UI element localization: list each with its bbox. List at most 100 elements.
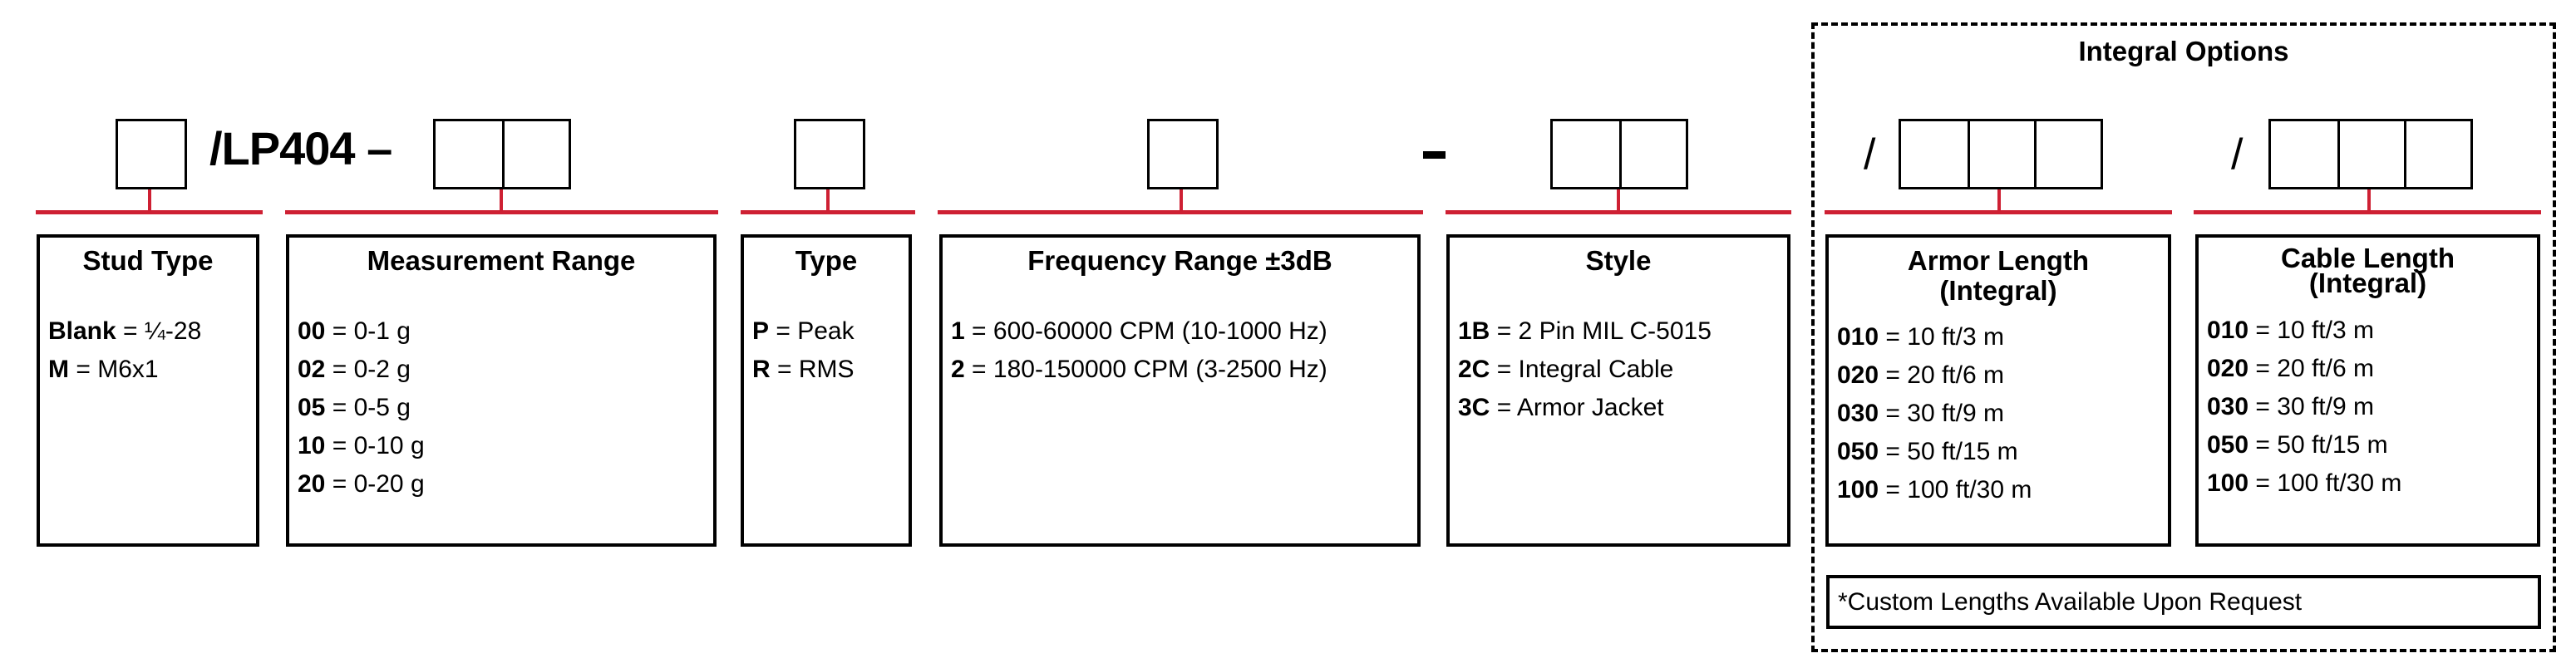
option-row: 100 = 100 ft/30 m [1837, 471, 2032, 509]
option-code: 02 [298, 356, 326, 383]
code-cell[interactable] [1968, 121, 2034, 187]
option-row: 2C = Integral Cable [1458, 351, 1712, 389]
option-desc: = 0-10 g [332, 432, 425, 459]
option-row: M = M6x1 [48, 351, 201, 389]
code-cell[interactable] [118, 121, 185, 187]
armor-length-code-box[interactable] [1899, 119, 2103, 189]
option-desc: = RMS [777, 356, 855, 383]
option-desc: = 10 ft/3 m [2255, 317, 2374, 344]
custom-lengths-note: *Custom Lengths Available Upon Request [1826, 575, 2541, 629]
style-panel: Style 1B = 2 Pin MIL C-5015 2C = Integra… [1446, 234, 1790, 547]
option-code: Blank [48, 317, 116, 345]
option-desc: = 20 ft/6 m [2255, 355, 2374, 382]
option-desc: = 100 ft/30 m [2255, 469, 2402, 497]
type-code-box[interactable] [794, 119, 865, 189]
option-desc: = 30 ft/9 m [2255, 393, 2374, 420]
measurement-range-title: Measurement Range [367, 245, 636, 276]
option-desc: = 0-20 g [332, 470, 425, 498]
option-row: 20 = 0-20 g [298, 465, 425, 503]
option-code: 100 [1837, 476, 1879, 503]
option-desc: = 0-2 g [332, 356, 411, 383]
cable-length-bracket-line [2194, 210, 2541, 214]
option-row: 02 = 0-2 g [298, 351, 425, 389]
option-desc: = 180-150000 CPM (3-2500 Hz) [972, 356, 1327, 383]
option-desc: = 0-1 g [332, 317, 411, 345]
style-connector-stem [1617, 189, 1620, 212]
option-row: 1 = 600-60000 CPM (10-1000 Hz) [951, 312, 1327, 351]
code-cell[interactable] [2337, 121, 2404, 187]
type-connector-stem [826, 189, 830, 212]
integral-options-title: Integral Options [2078, 36, 2289, 66]
measurement-range-connector-stem [500, 189, 503, 212]
option-code: 2 [951, 356, 965, 383]
frequency-range-options: 1 = 600-60000 CPM (10-1000 Hz) 2 = 180-1… [951, 312, 1327, 389]
option-code: 00 [298, 317, 326, 345]
dash-separator [1423, 151, 1446, 159]
option-code: 2C [1458, 356, 1490, 383]
option-code: 1 [951, 317, 965, 345]
stud-type-code-box[interactable] [116, 119, 187, 189]
armor-length-options: 010 = 10 ft/3 m 020 = 20 ft/6 m 030 = 30… [1837, 318, 2032, 509]
style-code-box[interactable] [1550, 119, 1688, 189]
type-panel: Type P = Peak R = RMS [741, 234, 912, 547]
style-options: 1B = 2 Pin MIL C-5015 2C = Integral Cabl… [1458, 312, 1712, 427]
measurement-range-code-box[interactable] [433, 119, 571, 189]
option-desc: = 100 ft/30 m [1885, 476, 2032, 503]
option-row: 010 = 10 ft/3 m [1837, 318, 2032, 356]
frequency-range-connector-stem [1180, 189, 1183, 212]
option-code: 3C [1458, 394, 1490, 421]
cable-length-connector-stem [2367, 189, 2371, 212]
option-code: P [752, 317, 770, 345]
option-row: 2 = 180-150000 CPM (3-2500 Hz) [951, 351, 1327, 389]
armor-length-title-line1: Armor Length [1907, 245, 2090, 276]
option-desc: = Peak [776, 317, 855, 345]
measurement-range-bracket-line [285, 210, 718, 214]
option-desc: = 10 ft/3 m [1885, 323, 2004, 351]
frequency-range-code-box[interactable] [1147, 119, 1219, 189]
option-desc: = 30 ft/9 m [1885, 400, 2004, 427]
code-cell[interactable] [1553, 121, 1619, 187]
armor-length-title: Armor Length (Integral) [1829, 246, 2168, 306]
code-cell[interactable] [2271, 121, 2337, 187]
option-code: 030 [1837, 400, 1879, 427]
option-code: R [752, 356, 771, 383]
option-row: 050 = 50 ft/15 m [2207, 426, 2401, 464]
stud-type-title: Stud Type [82, 245, 214, 276]
option-row: 030 = 30 ft/9 m [2207, 388, 2401, 426]
cable-length-title-line1: Cable Length [2280, 243, 2455, 273]
option-row: Blank = ¼-28 [48, 312, 201, 351]
option-desc: = Integral Cable [1496, 356, 1674, 383]
measurement-range-options: 00 = 0-1 g 02 = 0-2 g 05 = 0-5 g 10 = 0-… [298, 312, 425, 503]
cable-length-title: Cable Length (Integral) [2199, 243, 2537, 297]
option-row: 10 = 0-10 g [298, 427, 425, 465]
code-cell[interactable] [1901, 121, 1968, 187]
option-code: 05 [298, 394, 326, 421]
option-code: 020 [2207, 355, 2249, 382]
code-cell[interactable] [2034, 121, 2101, 187]
option-desc: = 50 ft/15 m [2255, 431, 2388, 459]
option-row: 1B = 2 Pin MIL C-5015 [1458, 312, 1712, 351]
code-cell[interactable] [502, 121, 569, 187]
armor-length-title-line2: (Integral) [1939, 275, 2057, 306]
armor-length-panel: Armor Length (Integral) 010 = 10 ft/3 m … [1825, 234, 2171, 547]
code-cell[interactable] [2404, 121, 2470, 187]
code-cell[interactable] [1619, 121, 1686, 187]
cable-length-code-box[interactable] [2268, 119, 2473, 189]
armor-length-bracket-line [1825, 210, 2172, 214]
integral-options-region [1811, 22, 2556, 652]
option-code: 20 [298, 470, 326, 498]
option-code: 010 [2207, 317, 2249, 344]
measurement-range-panel: Measurement Range 00 = 0-1 g 02 = 0-2 g … [286, 234, 717, 547]
code-cell[interactable] [1150, 121, 1216, 187]
stud-type-bracket-line [36, 210, 263, 214]
option-row: 020 = 20 ft/6 m [2207, 350, 2401, 388]
stud-type-connector-stem [148, 189, 151, 212]
frequency-range-title: Frequency Range ±3dB [1027, 245, 1332, 276]
option-desc: = Armor Jacket [1496, 394, 1664, 421]
code-cell[interactable] [796, 121, 863, 187]
cable-length-options: 010 = 10 ft/3 m 020 = 20 ft/6 m 030 = 30… [2207, 312, 2401, 503]
frequency-range-panel: Frequency Range ±3dB 1 = 600-60000 CPM (… [939, 234, 1421, 547]
option-code: 050 [2207, 431, 2249, 459]
code-cell[interactable] [436, 121, 502, 187]
option-desc: = M6x1 [76, 356, 159, 383]
